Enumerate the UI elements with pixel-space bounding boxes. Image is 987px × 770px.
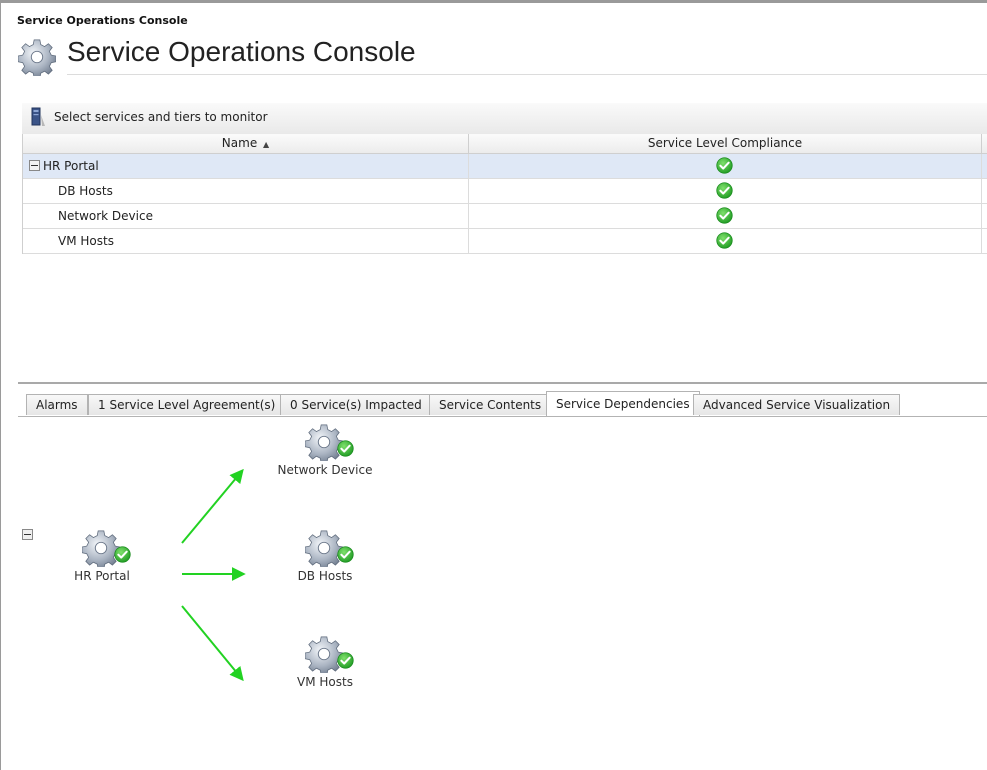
compliance-ok-icon xyxy=(716,182,733,199)
toolbar-label: Select services and tiers to monitor xyxy=(54,110,268,124)
column-name-label: Name xyxy=(221,136,258,150)
tab-service-level-agreements[interactable]: 1 Service Level Agreement(s) xyxy=(88,394,286,415)
compliance-ok-icon xyxy=(716,232,733,249)
tab-alarms[interactable]: Alarms xyxy=(26,394,88,415)
compliance-ok-icon xyxy=(716,207,733,224)
collapse-toggle-icon[interactable] xyxy=(29,160,40,171)
page-title: Service Operations Console xyxy=(67,36,416,67)
tab-services-impacted[interactable]: 0 Service(s) Impacted xyxy=(280,394,432,415)
panel-splitter[interactable] xyxy=(18,382,987,384)
row-name: HR Portal xyxy=(43,159,99,173)
row-name: Network Device xyxy=(58,209,153,223)
arrow-to-network-device xyxy=(181,468,244,544)
tab-service-dependencies[interactable]: Service Dependencies xyxy=(546,391,700,416)
row-name: DB Hosts xyxy=(58,184,113,198)
services-grid: Name ▲ Service Level Compliance HR Porta… xyxy=(22,134,987,254)
table-row[interactable]: HR Portal xyxy=(23,154,987,179)
tabs-divider xyxy=(18,416,987,417)
monitor-tower-icon[interactable] xyxy=(30,107,46,127)
table-row[interactable]: VM Hosts xyxy=(23,229,987,254)
node-label: Network Device xyxy=(277,463,373,477)
window-small-title: Service Operations Console xyxy=(17,14,188,27)
status-ok-icon xyxy=(337,652,354,669)
node-label: VM Hosts xyxy=(297,675,353,689)
sort-ascending-icon: ▲ xyxy=(263,140,270,149)
status-ok-icon xyxy=(114,546,131,563)
compliance-ok-icon xyxy=(716,157,733,174)
window-frame-top xyxy=(0,0,987,3)
table-row[interactable]: Network Device xyxy=(23,204,987,229)
arrow-to-vm-hosts xyxy=(181,605,244,682)
service-gear-icon xyxy=(18,38,56,76)
tab-advanced-service-visualization[interactable]: Advanced Service Visualization xyxy=(693,394,901,415)
monitor-selection-toolbar: Select services and tiers to monitor xyxy=(22,103,987,135)
window-frame-left xyxy=(0,0,1,770)
status-ok-icon xyxy=(337,440,354,457)
column-header-compliance[interactable]: Service Level Compliance xyxy=(469,134,982,153)
title-divider xyxy=(67,74,987,75)
grid-header: Name ▲ Service Level Compliance xyxy=(23,134,987,154)
table-row[interactable]: DB Hosts xyxy=(23,179,987,204)
status-ok-icon xyxy=(337,546,354,563)
row-name: VM Hosts xyxy=(58,234,114,248)
column-header-name[interactable]: Name ▲ xyxy=(23,134,469,153)
tab-service-contents[interactable]: Service Contents xyxy=(429,394,552,415)
dependency-collapse-icon[interactable] xyxy=(22,529,33,540)
node-label: HR Portal xyxy=(74,569,130,583)
node-label: DB Hosts xyxy=(297,569,353,583)
